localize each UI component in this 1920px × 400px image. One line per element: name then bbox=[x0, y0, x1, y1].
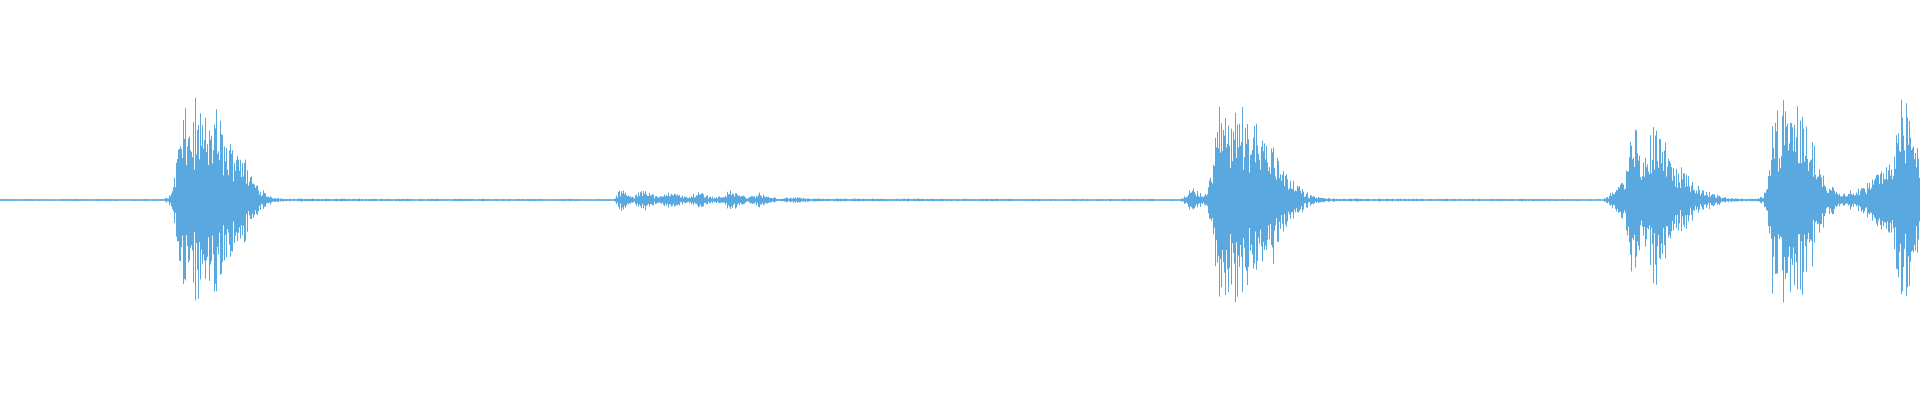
waveform-series bbox=[0, 97, 1920, 303]
waveform-amplitude bbox=[0, 97, 1920, 303]
